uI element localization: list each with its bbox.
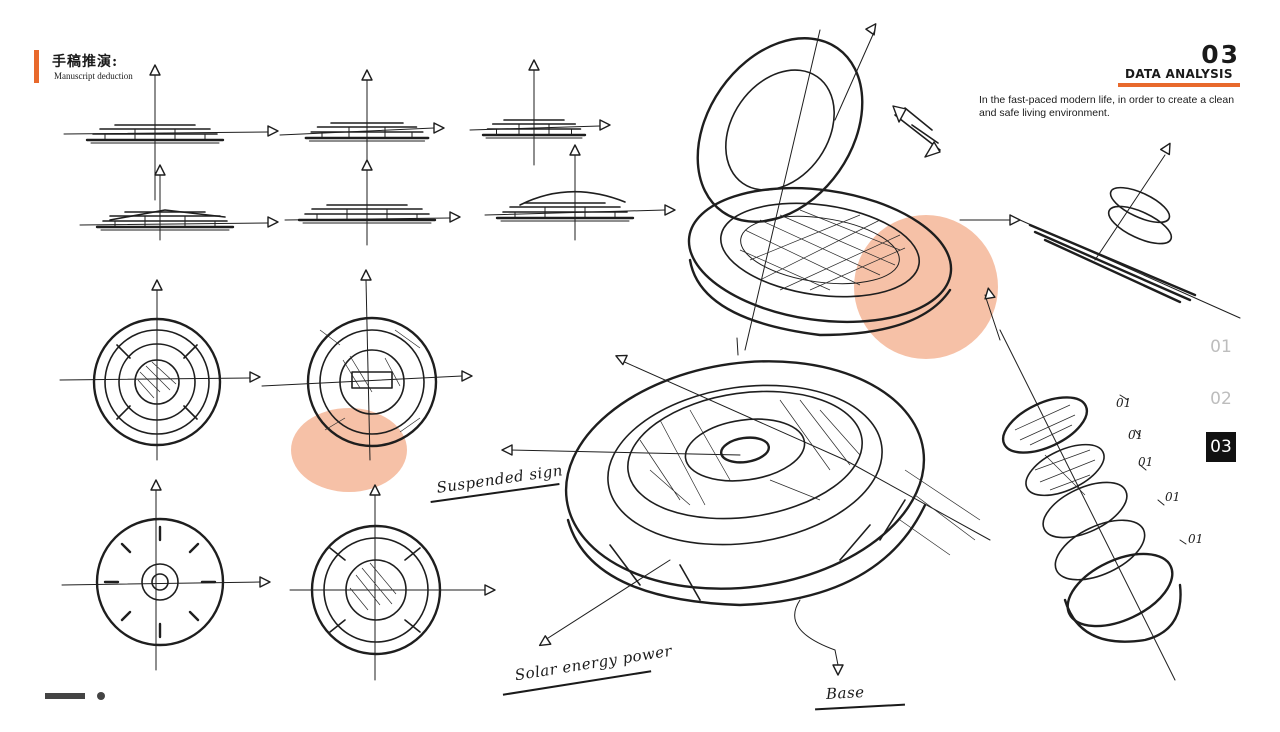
section-number: 03 (1201, 40, 1240, 69)
layer-label: 01 (1116, 396, 1132, 410)
side-sketch-1 (64, 64, 279, 200)
rotate-arrow-icon (893, 106, 940, 157)
side-sketch-3 (470, 59, 611, 165)
top-view-3 (62, 479, 271, 670)
side-sketch-4 (80, 164, 279, 240)
layer-label: 01 (1128, 428, 1144, 442)
exploded-layers-sketch (982, 286, 1186, 680)
section-tag: DATA ANALYSIS (1118, 67, 1240, 87)
step-item-01[interactable]: 01 (1210, 337, 1232, 357)
title-accent-bar (34, 50, 39, 83)
top-view-4 (290, 484, 496, 680)
highlight-blob-small (291, 408, 407, 492)
layer-label: 01 (1188, 532, 1204, 546)
pagination-bar (45, 693, 85, 699)
lid-perspective-sketch (664, 20, 1021, 355)
side-sketch-5 (285, 159, 461, 245)
section-description: In the fast-paced modern life, in order … (979, 94, 1235, 119)
top-view-1 (60, 279, 261, 460)
pagination-dot[interactable] (97, 692, 105, 700)
highlight-blob-large (854, 215, 998, 359)
top-view-2 (262, 269, 473, 460)
step-item-02[interactable]: 02 (1210, 389, 1232, 409)
step-item-03[interactable]: 03 (1206, 432, 1236, 462)
side-sketch-6 (485, 144, 676, 240)
side-exploded-sketch (1020, 140, 1240, 318)
section-tag-label: DATA ANALYSIS (1125, 67, 1233, 81)
annotation-base: Base (825, 683, 865, 703)
main-perspective-sketch (501, 350, 990, 676)
layer-label: 01 (1138, 455, 1154, 469)
layer-label: 01 (1165, 490, 1181, 504)
side-sketch-2 (280, 69, 445, 180)
title-english: Manuscript deduction (54, 71, 133, 81)
title-chinese: 手稿推演: (52, 54, 119, 70)
